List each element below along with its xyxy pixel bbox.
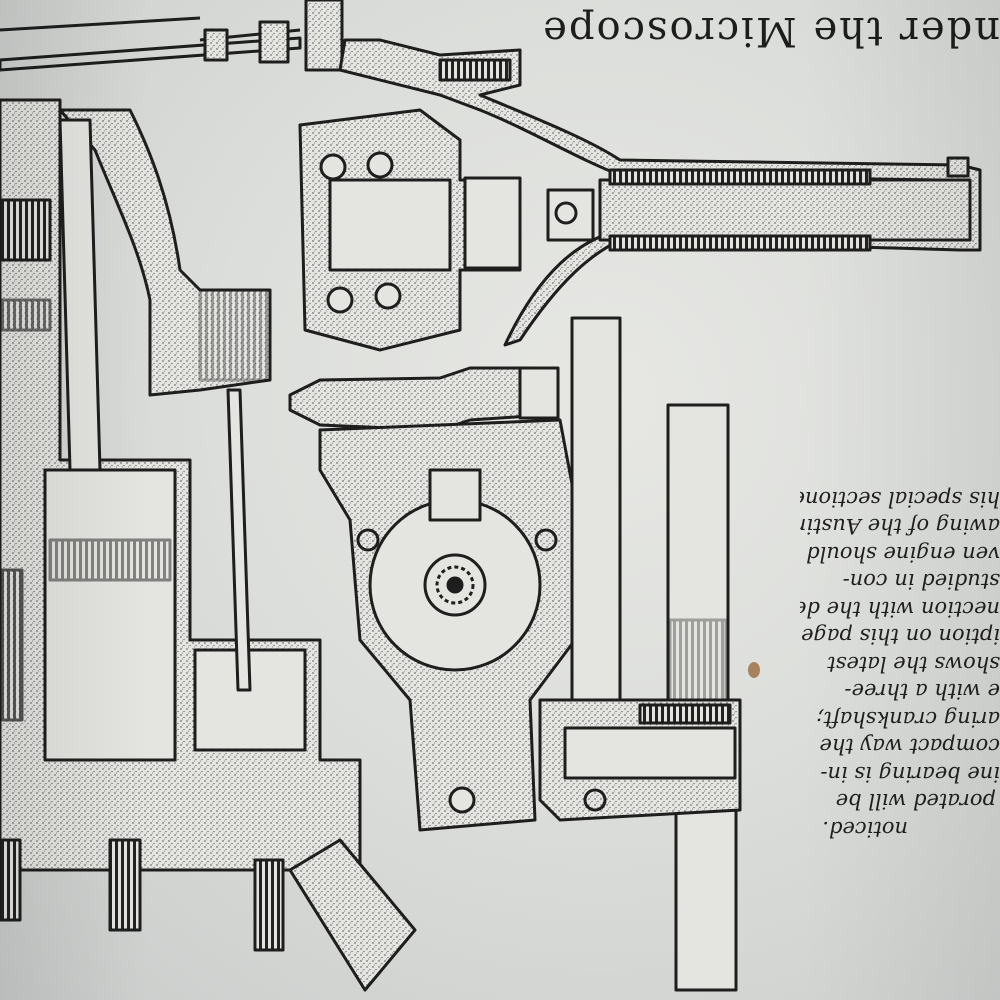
cylinder-block xyxy=(0,98,362,872)
exhaust-pipe xyxy=(0,838,417,992)
caption-line: aring crankshaft; xyxy=(816,707,1000,731)
top-linkage-rods xyxy=(0,0,344,72)
main-bearing-block xyxy=(298,58,522,352)
connecting-rod xyxy=(58,108,272,692)
caption-line: nection with the de- xyxy=(800,597,1000,621)
caption-line: ven engine should xyxy=(806,542,1000,566)
caption-line: iption on this page. xyxy=(800,624,1000,649)
lower-bracket xyxy=(538,698,742,822)
caption-text: noticed. porated will be ine bearing is … xyxy=(800,452,1000,842)
vertical-shaft xyxy=(570,316,738,992)
caption-line: noticed. xyxy=(822,817,908,841)
caption-line: his special sectioned xyxy=(800,487,1000,511)
caption-line: shows the latest xyxy=(827,652,1000,676)
paper-stain xyxy=(748,662,760,678)
valve-springs xyxy=(0,568,24,722)
caption-line: awing of the Austin xyxy=(800,514,1000,539)
caption-line: e with a three- xyxy=(844,679,1000,704)
page-heading: nder the Microscope xyxy=(541,8,1000,54)
caption-line: ine bearing is in- xyxy=(820,762,1000,786)
caption-line: porated will be xyxy=(835,789,996,814)
caption-line: studied in con- xyxy=(842,569,1000,594)
caption-line: compact way the xyxy=(819,734,1000,759)
fan-housing xyxy=(338,38,982,347)
crankcase xyxy=(318,418,577,832)
crankshaft xyxy=(288,366,560,432)
